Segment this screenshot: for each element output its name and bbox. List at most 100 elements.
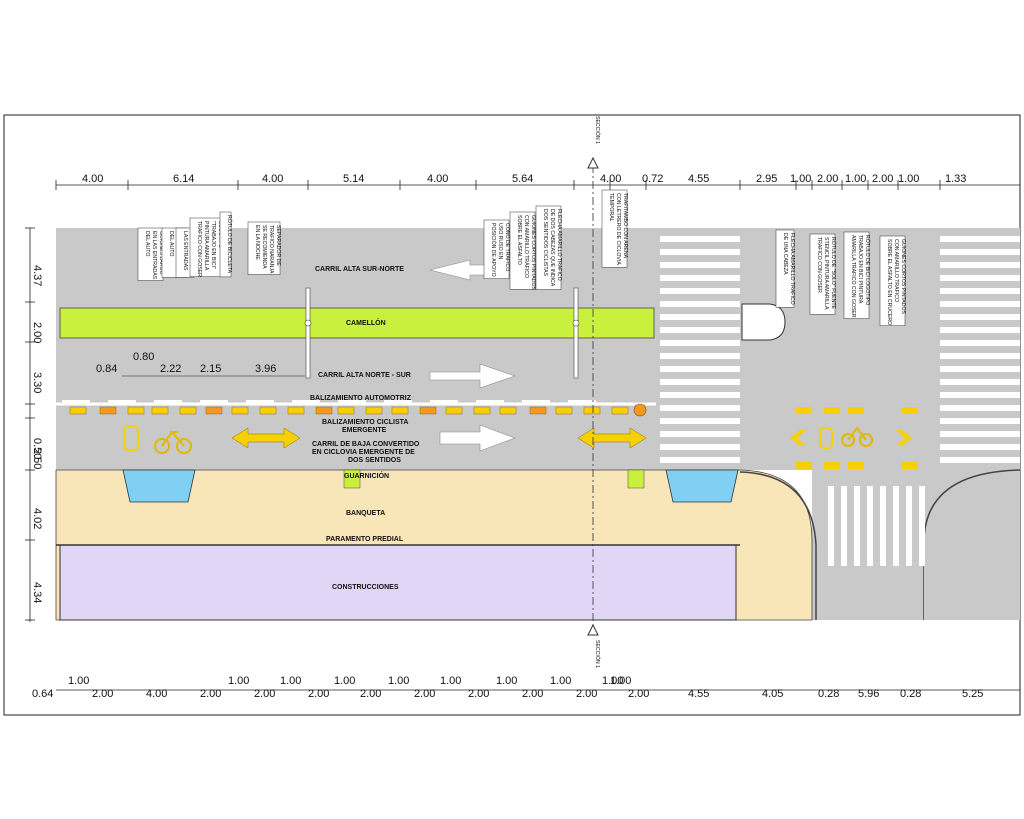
zebra-stripe xyxy=(940,288,1020,294)
bottom-dim-lower: 0.28 xyxy=(818,688,839,700)
white-dash xyxy=(476,400,504,404)
lane-dash xyxy=(205,406,223,415)
bottom-dim-upper: 1.00 xyxy=(280,675,301,687)
note-text: TEMPORAL xyxy=(608,193,614,222)
bottom-dim-upper: 1.00 xyxy=(440,675,461,687)
zebra-stripe-cross xyxy=(880,486,886,566)
note-text: USO RUSO EN xyxy=(497,223,503,260)
note-box xyxy=(843,231,870,319)
note-box xyxy=(483,219,510,279)
note-text: CON AMARILLO TRÁFICO xyxy=(523,215,530,278)
lane-dash xyxy=(179,406,197,415)
bottom-dim-upper: 1.00 xyxy=(334,675,355,687)
zebra-stripe xyxy=(940,262,1020,268)
label-banqueta: BANQUETA xyxy=(346,510,385,517)
zebra-stripe xyxy=(660,301,740,307)
top-dim-label: 4.00 xyxy=(262,173,283,185)
separator-cap xyxy=(304,319,312,327)
zebra-stripe xyxy=(940,457,1020,463)
zebra-stripe-cross xyxy=(867,486,873,566)
top-dim-label: 1.00 xyxy=(845,173,866,185)
note-text: TRAFICO CON GOSER xyxy=(196,221,202,277)
note-text: FLECHA AMARILLO TRAFICO xyxy=(789,233,795,305)
white-dash xyxy=(154,400,182,404)
note-text: SEPARADOR DE xyxy=(275,225,281,266)
bottom-dim-lower: 2.00 xyxy=(522,688,543,700)
left-dim-label: 2.50 xyxy=(31,448,43,469)
separator-cap xyxy=(572,319,580,327)
note-box xyxy=(775,229,795,308)
crosswalk-zebra-cross xyxy=(828,486,925,566)
lane-dash xyxy=(337,406,355,415)
note-box xyxy=(809,233,836,315)
note-text: SOBRE EL ASFALTO EN CRUCERO xyxy=(886,239,892,325)
zebra-stripe xyxy=(660,327,740,333)
bottom-dim-lower: 2.00 xyxy=(468,688,489,700)
zebra-stripe-cross xyxy=(893,486,899,566)
section-label-top: SECCIÓN 1 xyxy=(594,116,601,144)
planter-left xyxy=(122,469,196,503)
top-dim-label: 2.00 xyxy=(817,173,838,185)
note-text: GUIONES CORTOS PINTADOS xyxy=(900,239,906,314)
label-construcciones: CONSTRUCCIONES xyxy=(332,584,399,591)
zebra-stripe xyxy=(660,457,740,463)
bottom-dim-lower: 2.00 xyxy=(628,688,649,700)
note-text: RÓTULO DE BICICLETA xyxy=(226,215,233,274)
white-dash xyxy=(292,400,320,404)
lane-dash xyxy=(445,406,463,415)
top-dim-label: 4.55 xyxy=(688,173,709,185)
zebra-stripe xyxy=(660,275,740,281)
chevron-left-icon xyxy=(790,430,806,446)
zebra-stripe xyxy=(940,405,1020,411)
solo-stencil-icon-2 xyxy=(819,427,833,449)
note-text: RÓTULO DE "SOLO" FUENTE xyxy=(830,237,837,310)
zebra-stripe xyxy=(660,405,740,411)
note-box xyxy=(601,189,628,268)
label-carril-baja-2: EN CICLOVIA EMERGENTE DE xyxy=(312,449,415,456)
bottom-dim-upper: 1.00 xyxy=(388,675,409,687)
note-box xyxy=(189,217,223,277)
lane-dash xyxy=(848,462,864,469)
zebra-stripe-cross xyxy=(828,486,834,566)
note-box xyxy=(247,221,281,275)
zebra-stripe xyxy=(940,327,1020,333)
left-dim-label: 4.37 xyxy=(31,265,43,286)
label-guarnicion: GUARNICIÓN xyxy=(344,471,389,480)
note-text: CON AMARILLO TRAFICO xyxy=(893,239,899,302)
zebra-stripe xyxy=(660,314,740,320)
chevron-right-icon xyxy=(896,430,912,446)
zebra-stripe-cross xyxy=(919,486,925,566)
note-text: GUIONES CORTOS PINTADOS xyxy=(530,215,536,290)
top-dim-label: 5.14 xyxy=(343,173,364,185)
zebra-stripe-cross xyxy=(854,486,860,566)
label-carril-baja-3: DOS SENTIDOS xyxy=(348,457,401,464)
note-text: PINTURA AMARILLA xyxy=(203,221,209,271)
tree-box-1 xyxy=(343,469,361,489)
inner-dim-label: 3.96 xyxy=(255,363,276,375)
zebra-stripe xyxy=(660,366,740,372)
lane-dash xyxy=(127,406,145,415)
note-text: STENCIL PINTURA AMARILLA xyxy=(823,237,829,310)
note-text: SOBRE EL ASFALTO xyxy=(516,215,522,265)
lane-dash xyxy=(555,406,573,415)
note-text: RÓTULO DE BICI LOGOTIPO xyxy=(864,235,871,305)
lane-dash xyxy=(796,462,812,469)
tree-box-2 xyxy=(627,469,645,489)
top-dim-label: 2.95 xyxy=(756,173,777,185)
note-text: POSICIÓN DE APOYO xyxy=(490,223,497,277)
corner-right-sidewalk xyxy=(924,540,1020,620)
bottom-dim-upper: 1.00 xyxy=(68,675,89,687)
note-text: LAS ENTRADAS xyxy=(182,231,188,271)
inner-dim-label: 0.80 xyxy=(133,351,154,363)
bottom-dim-upper: 1.00 xyxy=(550,675,571,687)
bottom-dim-lower: 2.00 xyxy=(308,688,329,700)
bottom-dim-lower: 5.25 xyxy=(962,688,983,700)
inner-dim-label: 0.84 xyxy=(96,363,117,375)
zebra-stripe xyxy=(940,301,1020,307)
zebra-stripe xyxy=(660,444,740,450)
note-text: TRAFICO CON GOSER xyxy=(816,237,822,293)
note-text: CONO DE TRAFICO xyxy=(504,223,510,271)
lane-dash xyxy=(529,406,547,415)
note-text: TRAFITAMBO CON ARENA xyxy=(622,193,628,259)
lane-dash xyxy=(583,406,601,415)
